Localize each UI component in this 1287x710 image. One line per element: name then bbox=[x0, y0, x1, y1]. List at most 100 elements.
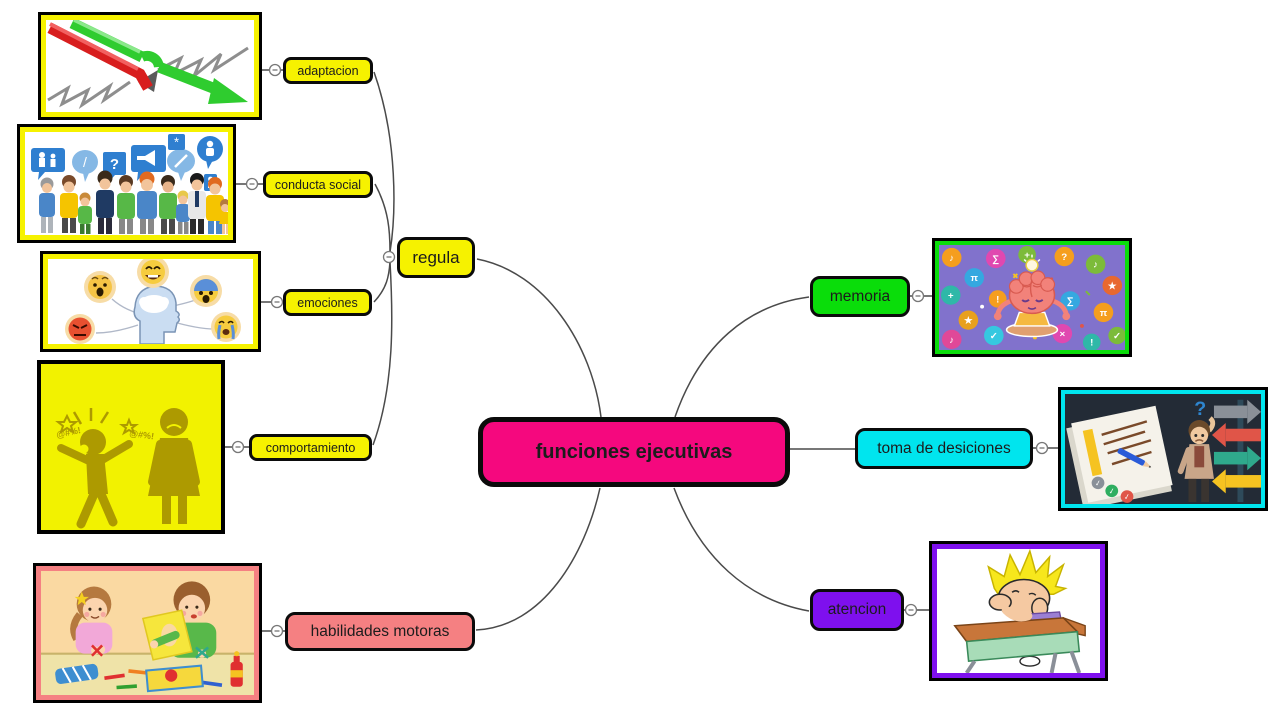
notebook bbox=[145, 664, 204, 693]
node-memoria[interactable]: memoria bbox=[810, 276, 910, 317]
angry-scribble-text: @#%! bbox=[55, 425, 81, 440]
link-regula-conducta bbox=[374, 183, 391, 253]
angry-scribble-text: @#%! bbox=[129, 428, 155, 441]
sad-woman-silhouette bbox=[148, 408, 200, 524]
collapse-toggle[interactable] bbox=[245, 177, 259, 191]
school-desk bbox=[953, 616, 1086, 673]
link-center-memoria bbox=[674, 296, 810, 418]
girl-crafting bbox=[70, 586, 113, 657]
habilidades-motoras-image[interactable] bbox=[33, 563, 262, 703]
node-regula[interactable]: regula bbox=[397, 237, 475, 278]
svg-text:×: × bbox=[1059, 329, 1065, 340]
knowledge-icon-bubbles: ♪ π + ★ ♪ ∑ ! ✓ + ? ♪ ★ ∑ π × ! ✓ bbox=[940, 245, 1125, 350]
emoji-crying bbox=[211, 312, 241, 342]
node-habilidades-motoras[interactable]: habilidades motoras bbox=[285, 612, 475, 651]
node-comportamiento[interactable]: comportamiento bbox=[249, 434, 372, 461]
svg-text:?: ? bbox=[1061, 252, 1067, 263]
slash-bubble-icon: / bbox=[72, 150, 98, 182]
anger-marks bbox=[72, 408, 110, 425]
adaptacion-image[interactable] bbox=[38, 12, 262, 120]
red-arrow bbox=[47, 22, 153, 91]
arrow-red-left bbox=[1212, 422, 1261, 448]
svg-text:?: ? bbox=[110, 156, 119, 173]
arrow-teal-right bbox=[1213, 446, 1261, 471]
svg-text:♪: ♪ bbox=[949, 253, 954, 264]
node-emociones[interactable]: emociones bbox=[283, 289, 372, 316]
memoria-image[interactable]: ♪ π + ★ ♪ ∑ ! ✓ + ? ♪ ★ ∑ π × ! ✓ bbox=[932, 238, 1132, 357]
node-label: atencion bbox=[827, 601, 887, 618]
emoji-angry bbox=[65, 314, 95, 344]
node-toma-de-desiciones[interactable]: toma de desiciones bbox=[855, 428, 1033, 469]
svg-text:/: / bbox=[83, 154, 87, 170]
arrow-yellow-left bbox=[1212, 469, 1261, 494]
link-center-atencion bbox=[673, 487, 810, 612]
node-atencion[interactable]: atencion bbox=[810, 589, 904, 631]
arrow-gray-right bbox=[1213, 399, 1261, 424]
pencils bbox=[104, 669, 223, 690]
link-center-regula bbox=[476, 258, 602, 418]
collapse-toggle[interactable] bbox=[268, 63, 282, 77]
collapse-toggle[interactable] bbox=[1035, 441, 1049, 455]
question-mark: ? bbox=[1194, 398, 1206, 420]
toma-de-desiciones-image[interactable]: ✓ ✓ ✓ ? bbox=[1058, 387, 1268, 511]
atencion-image[interactable] bbox=[929, 541, 1108, 681]
svg-text:!: ! bbox=[1090, 338, 1093, 349]
shoe bbox=[1019, 655, 1041, 667]
svg-text:★: ★ bbox=[1108, 281, 1117, 292]
svg-text:π: π bbox=[970, 273, 978, 284]
collapse-toggle[interactable] bbox=[911, 289, 925, 303]
emoji-laughing bbox=[137, 259, 169, 288]
node-funciones-ejecutivas[interactable]: funciones ejecutivas bbox=[478, 417, 790, 487]
node-adaptacion[interactable]: adaptacion bbox=[283, 57, 373, 84]
conducta-social-image[interactable]: / ? * bbox=[17, 124, 236, 243]
person-bubble-icon bbox=[197, 136, 223, 169]
crack-zigzag bbox=[47, 46, 249, 109]
collapse-toggle[interactable] bbox=[231, 440, 245, 454]
svg-text:✓: ✓ bbox=[1123, 492, 1131, 502]
svg-text:+: + bbox=[1024, 250, 1030, 261]
collapse-toggle[interactable] bbox=[382, 250, 396, 264]
emoji-fearful bbox=[190, 275, 222, 307]
node-label: habilidades motoras bbox=[310, 622, 450, 640]
star-mark bbox=[55, 413, 79, 435]
pencil-case bbox=[55, 663, 99, 684]
confused-man: ? bbox=[1177, 398, 1216, 503]
meditating-brain-character bbox=[993, 270, 1071, 338]
direction-signpost bbox=[1212, 399, 1261, 503]
svg-text:✓: ✓ bbox=[1108, 486, 1116, 496]
svg-text:∑: ∑ bbox=[1067, 296, 1074, 307]
star-mark bbox=[119, 417, 139, 436]
gear-bubble-icon: * bbox=[168, 134, 185, 150]
node-label: emociones bbox=[297, 295, 358, 310]
family-bubble-icon bbox=[31, 148, 65, 180]
node-label: adaptacion bbox=[297, 63, 359, 78]
checklist-paper: ✓ ✓ ✓ bbox=[1066, 405, 1173, 504]
node-conducta-social[interactable]: conducta social bbox=[263, 171, 373, 198]
green-arrow bbox=[69, 20, 248, 104]
collapse-toggle[interactable] bbox=[904, 603, 918, 617]
node-label: comportamiento bbox=[265, 440, 356, 455]
link-regula-emociones bbox=[373, 261, 391, 303]
megaphone-bubble-icon bbox=[131, 145, 166, 181]
node-label: conducta social bbox=[274, 177, 362, 192]
glue-bottle bbox=[230, 651, 243, 687]
svg-text:!: ! bbox=[996, 294, 999, 305]
node-label: memoria bbox=[829, 287, 891, 305]
center-node-label: funciones ejecutivas bbox=[535, 440, 733, 463]
collapse-toggle[interactable] bbox=[270, 295, 284, 309]
svg-text:π: π bbox=[1100, 308, 1108, 319]
node-label: toma de desiciones bbox=[877, 439, 1011, 457]
collapse-toggle[interactable] bbox=[270, 624, 284, 638]
arm bbox=[1001, 605, 1033, 622]
emociones-image[interactable] bbox=[40, 251, 261, 352]
svg-text:*: * bbox=[174, 135, 179, 150]
comportamiento-image[interactable]: @#%! @#%! bbox=[37, 360, 225, 534]
head-silhouette bbox=[133, 285, 181, 344]
svg-text:♪: ♪ bbox=[949, 335, 954, 346]
boy-crafting bbox=[141, 581, 217, 661]
node-label: regula bbox=[412, 247, 460, 267]
lightbulb-icon bbox=[1023, 254, 1041, 272]
link-regula-adaptacion bbox=[373, 71, 395, 253]
